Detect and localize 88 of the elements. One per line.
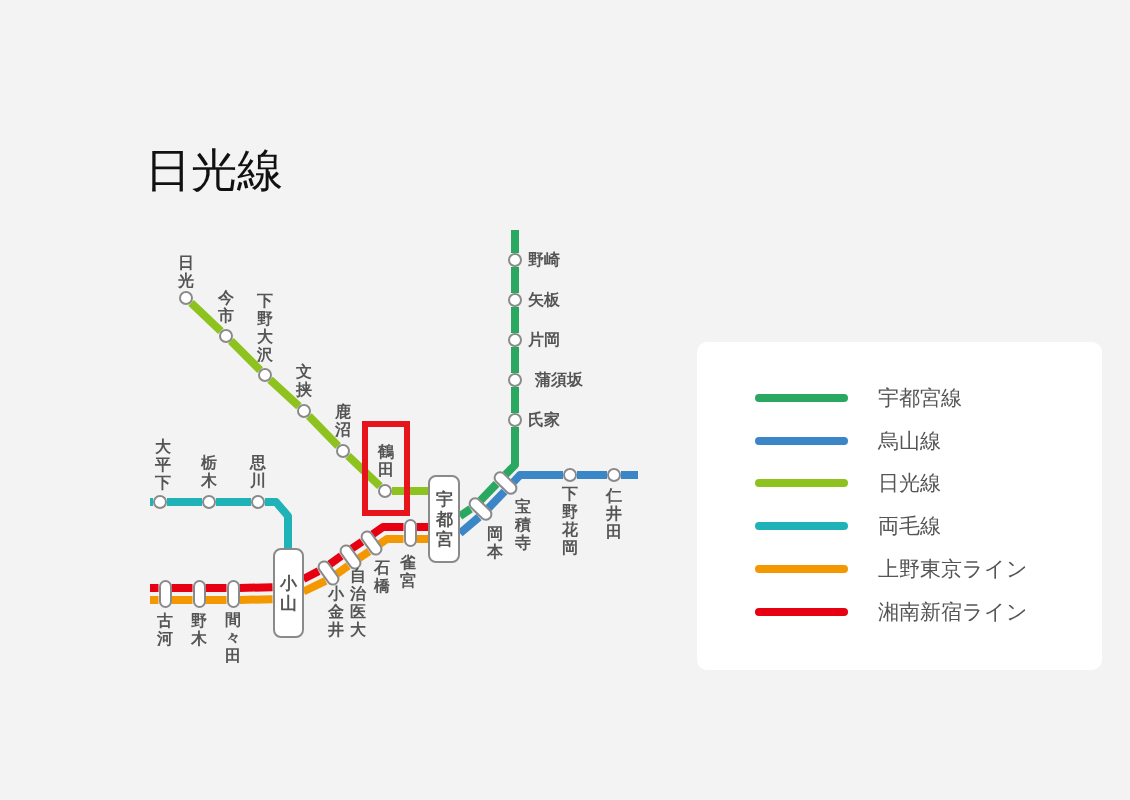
- station-circle: [563, 468, 577, 482]
- legend-label: 両毛線: [878, 513, 941, 540]
- station-name: 自治医大: [349, 567, 367, 639]
- track-line: [265, 498, 292, 548]
- station-circle: [297, 404, 311, 418]
- station-name: 氏家: [528, 412, 560, 428]
- legend-label: 湘南新宿ライン: [878, 598, 1028, 625]
- station-name: 下野花岡: [561, 485, 579, 557]
- track-line: [370, 523, 404, 538]
- track-line: [205, 596, 227, 604]
- station-circle: [179, 291, 193, 305]
- station-name: 蒲須坂: [535, 372, 583, 388]
- station-name: 鹿沼: [334, 403, 352, 439]
- track-line: [267, 376, 302, 410]
- station-circle: [258, 368, 272, 382]
- station-circle: [508, 373, 522, 387]
- track-line: [377, 535, 404, 548]
- station-circle: [153, 495, 167, 509]
- station-circle: [219, 329, 233, 343]
- track-line: [306, 413, 341, 449]
- station-circle: [508, 413, 522, 427]
- station-name: 栃木: [200, 454, 218, 490]
- station-marker: [403, 519, 417, 547]
- legend-label: 上野東京ライン: [878, 555, 1028, 582]
- station-name: 矢板: [528, 292, 560, 308]
- station-name: 野木: [190, 612, 208, 648]
- station-name: 思川: [249, 454, 267, 490]
- station-circle: [508, 333, 522, 347]
- track-line: [188, 299, 224, 335]
- track-line: [228, 338, 263, 373]
- track-line: [334, 562, 351, 578]
- legend-label: 宇都宮線: [878, 385, 962, 411]
- station-name: 片岡: [528, 332, 560, 348]
- track-line: [485, 488, 508, 511]
- station-name: 小金井: [327, 585, 345, 639]
- station-name: 鶴田: [377, 443, 395, 479]
- track-line: [167, 498, 202, 506]
- track-line: [150, 498, 153, 506]
- station-name: 日光: [177, 254, 195, 290]
- station-circle: [508, 253, 522, 267]
- station-circle: [508, 293, 522, 307]
- track-line: [511, 267, 519, 293]
- track-line: [502, 427, 519, 478]
- title: 日光線: [145, 143, 283, 199]
- track-line: [577, 471, 607, 479]
- station-marker: [192, 580, 206, 608]
- highlight-frame: [362, 421, 410, 516]
- track-line: [239, 583, 273, 592]
- station-name: 野崎: [528, 252, 560, 268]
- track-line: [392, 487, 428, 495]
- track-line: [510, 471, 563, 485]
- station-name: 岡本: [486, 525, 504, 561]
- station-box: 小山: [272, 548, 304, 638]
- track-line: [349, 538, 365, 552]
- station-name: 大平下: [154, 438, 172, 492]
- station-name: 古河: [156, 612, 174, 648]
- station-marker: [226, 580, 240, 608]
- track-line: [171, 584, 193, 592]
- track-line: [239, 595, 273, 604]
- track-line: [477, 481, 500, 504]
- station-name: 間々田: [224, 611, 242, 665]
- track-line: [356, 548, 372, 562]
- legend-label: 日光線: [878, 470, 941, 497]
- track-line: [511, 307, 519, 333]
- track-line: [216, 498, 251, 506]
- station-name: 宝積寺: [514, 498, 532, 552]
- station-circle: [251, 495, 265, 509]
- track-line: [171, 596, 193, 604]
- station-circle: [378, 484, 392, 498]
- track-line: [327, 552, 344, 568]
- track-line: [511, 387, 519, 413]
- track-line: [345, 452, 383, 490]
- legend-label: 烏山線: [878, 427, 941, 454]
- station-name: 今市: [217, 289, 235, 325]
- station-circle: [607, 468, 621, 482]
- station-name: 文挟: [295, 363, 313, 399]
- station-name: 石橋: [373, 559, 391, 595]
- track-line: [205, 584, 227, 592]
- track-line: [416, 523, 428, 531]
- station-circle: [336, 444, 350, 458]
- station-name: 仁井田: [605, 487, 623, 541]
- station-marker: [158, 580, 172, 608]
- station-name: 下野大沢: [256, 292, 274, 364]
- track-line: [511, 347, 519, 373]
- station-box: 宇都宮: [428, 475, 460, 563]
- station-name: 雀宮: [399, 554, 417, 590]
- track-line: [416, 535, 428, 543]
- station-circle: [202, 495, 216, 509]
